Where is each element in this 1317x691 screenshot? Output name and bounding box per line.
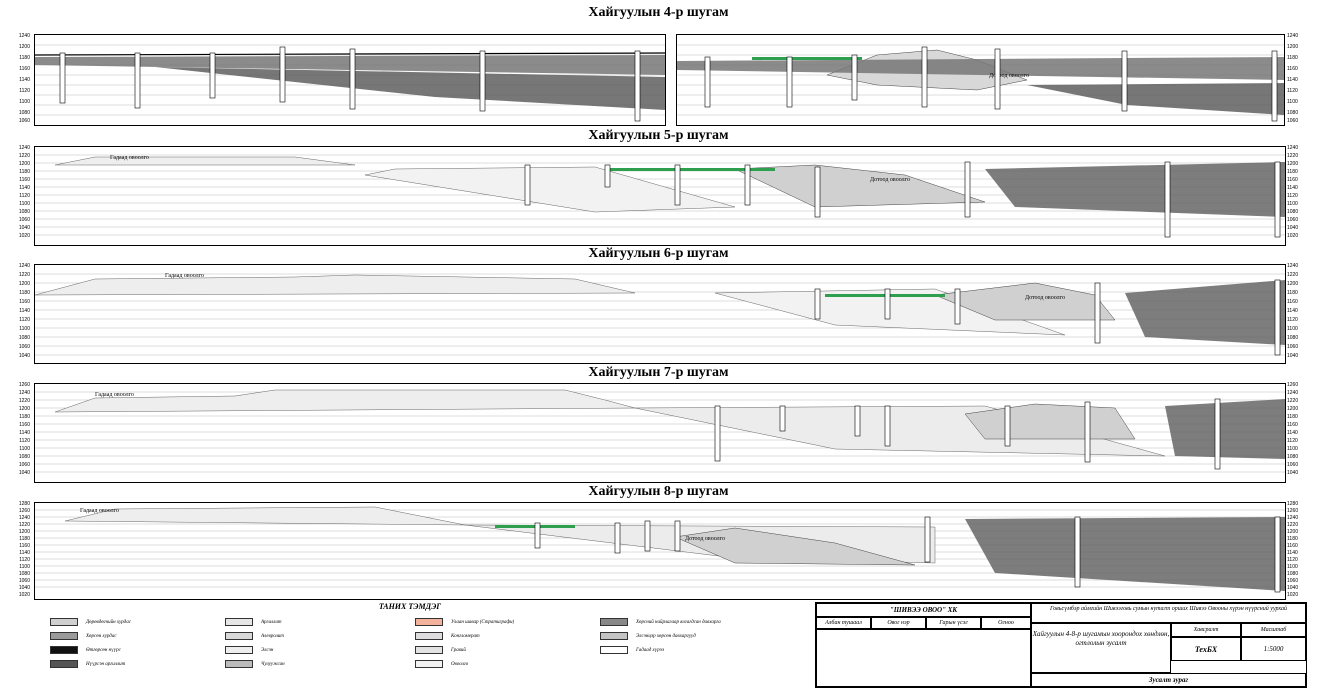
strata-band	[677, 57, 1284, 80]
inner-dump-label: Дотоод овоолго	[685, 536, 725, 542]
strata-band	[1165, 399, 1285, 459]
section-5-axis-right: 1240 1220 1200 1180 1160 1140 1120 1100 …	[1287, 145, 1299, 239]
section-7-panel: Гадаад овоолго	[34, 383, 1286, 483]
section-6-axis-right: 1240 1220 1200 1180 1160 1140 1120 1100 …	[1287, 263, 1299, 359]
stamp-row-label: Огноо	[981, 617, 1031, 629]
boreholes	[524, 161, 1281, 238]
section-8-title: Хайгуулын 8-р шугам	[588, 484, 729, 499]
section-4-axis-right: 1240 1200 1180 1160 1140 1120 1100 1080 …	[1287, 33, 1299, 124]
legend-item: Хөрсний найрлагаар ялгагдсан давхарга	[600, 618, 721, 626]
inner-dump-label: Дотоод овоолго	[870, 177, 910, 183]
strata-band	[1125, 280, 1285, 345]
stamp-signature-grid	[816, 629, 1031, 687]
outer-dump-fill	[54, 389, 636, 413]
stamp-row-label: Гарын үсэг	[926, 617, 981, 629]
inner-dump-fill	[674, 527, 916, 566]
legend-item: Хөрсөн хурдас	[50, 632, 117, 640]
section-7-profile: Гадаад овоолго	[35, 389, 1285, 473]
section-4-right-panel: Дотоод овоолго	[676, 34, 1285, 126]
coal-seam-marker	[605, 168, 775, 171]
inner-dump-fill	[734, 164, 986, 208]
section-4-left-profile	[35, 44, 665, 122]
section-4-right-profile: Дотоод овоолго	[677, 44, 1284, 122]
section-4-title: Хайгуулын 4-р шугам	[588, 5, 729, 20]
legend-title: ТАНИХ ТЭМДЭГ	[378, 602, 442, 611]
legend-item: Алевролит	[225, 632, 284, 640]
legend-item: Элсэнцэр хөрсөн давхаргууд	[600, 632, 696, 640]
section-5-axis-left: 1240 1220 1200 1180 1160 1140 1120 1100 …	[18, 145, 30, 239]
section-7-title: Хайгуулын 7-р шугам	[588, 365, 729, 380]
boreholes	[704, 46, 1278, 122]
stamp-row-label: Албан тушаал	[816, 617, 871, 629]
section-5-panel: Гадаад овоолго Дотоод овоолго	[34, 146, 1286, 246]
coal-seam-marker	[752, 57, 862, 60]
section-8-profile: Гадаад овоолго Дотоод овоолго	[35, 506, 1285, 593]
outer-dump-fill	[35, 274, 636, 296]
section-4-axis-left: 1240 1200 1180 1160 1140 1120 1100 1080 …	[18, 33, 30, 124]
outer-dump-fill	[64, 506, 466, 526]
legend-item: Конгломерат	[415, 632, 480, 640]
stamp-sheet-label: Хавсралт	[1171, 623, 1241, 637]
section-4-left-panel	[34, 34, 666, 126]
stamp-company: "ШИВЭЭ ОВОО" ХК	[816, 603, 1031, 617]
inner-dump-fill	[934, 282, 1116, 321]
legend-item: Аргиллит	[225, 618, 281, 626]
stamp-scale-label: Масштаб	[1241, 623, 1306, 637]
inner-dump-label: Дотоод овоолго	[989, 73, 1029, 79]
legend-item: Чулуужсан	[225, 660, 285, 668]
legend-item: Өтгөрсөн нүүрс	[50, 646, 121, 654]
boreholes	[714, 398, 1221, 470]
outer-dump-label: Гадаад овоолго	[165, 273, 204, 279]
section-7-axis-right: 1260 1240 1220 1200 1180 1160 1140 1120 …	[1287, 382, 1299, 476]
legend-item: Гадаад хүрээ	[600, 646, 664, 654]
section-5-title: Хайгуулын 5-р шугам	[588, 128, 729, 143]
section-6-axis-left: 1240 1220 1200 1180 1160 1140 1120 1100 …	[18, 263, 30, 359]
boreholes	[534, 516, 1281, 593]
outer-dump-label: Гадаад овоолго	[95, 392, 134, 398]
legend-item: Элсэн	[225, 646, 273, 654]
outer-dump-label: Гадаад овоолго	[110, 155, 149, 161]
outer-dump-fill	[54, 156, 356, 166]
spoil-slope	[634, 405, 1166, 457]
legend-item: Гравий	[415, 646, 466, 654]
stamp-footer: Зусалт зураг	[1031, 673, 1306, 687]
section-6-title: Хайгуулын 6-р шугам	[588, 246, 729, 261]
section-8-axis-left: 1280 1260 1240 1220 1200 1180 1160 1140 …	[18, 501, 30, 598]
stamp-title: Говьсүмбэр аймгийн Шивээговь сумын нутаг…	[1031, 603, 1306, 623]
outer-dump-label: Гадаад овоолго	[80, 508, 119, 514]
section-6-panel: Гадаад овоолго Дотоод овоолго	[34, 264, 1286, 364]
strata-band	[985, 162, 1285, 217]
legend-item: Дөрөвдөгчийн хурдас	[50, 618, 131, 626]
strata-band	[1027, 83, 1284, 115]
boreholes	[814, 279, 1281, 356]
section-8-axis-right: 1280 1260 1240 1220 1200 1180 1160 1140 …	[1287, 501, 1299, 598]
stamp-drawing: Хайгуулын 4-8-р шугамын хоорондох хөндлө…	[1031, 623, 1171, 673]
legend-item: Нүүрсэн аргиллит	[50, 660, 125, 668]
legend-item: Улаан шавар (Стратиграфи)	[415, 618, 514, 626]
section-8-panel: Гадаад овоолго Дотоод овоолго	[34, 502, 1286, 600]
boreholes	[59, 46, 641, 122]
title-stamp: "ШИВЭЭ ОВОО" ХК Албан тушаал Овог нэр Га…	[815, 602, 1307, 688]
stamp-dept: ТехБХ	[1171, 637, 1241, 661]
section-5-profile: Гадаад овоолго Дотоод овоолго	[35, 154, 1285, 238]
strata-band	[965, 517, 1285, 591]
legend: ТАНИХ ТЭМДЭГ Дөрөвдөгчийн хурдас Хөрсөн …	[30, 602, 790, 686]
stamp-scale: 1:5000	[1241, 637, 1306, 661]
inner-dump-label: Дотоод овоолго	[1025, 295, 1065, 301]
stamp-row-label: Овог нэр	[871, 617, 926, 629]
section-6-profile: Гадаад овоолго Дотоод овоолго	[35, 273, 1285, 356]
section-7-axis-left: 1260 1240 1220 1200 1180 1160 1140 1120 …	[18, 382, 30, 476]
legend-item: Овоолго	[415, 660, 468, 668]
spoil-slope	[364, 166, 736, 213]
